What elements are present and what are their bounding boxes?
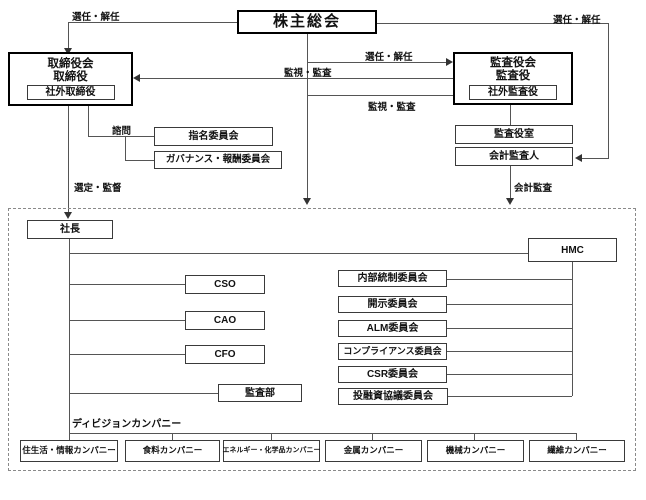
edge-label-advisory: 諮問: [112, 126, 132, 137]
committee-box-compliance: コンプライアンス委員会: [338, 343, 447, 360]
edge-label-appoint-right: 選任・解任: [553, 15, 601, 26]
line-down-to-board: [68, 22, 69, 48]
company-box-living-information: 住生活・情報カンパニー: [20, 440, 118, 462]
node-board: 取締役会 取締役 社外取締役: [8, 52, 133, 106]
committee-box-disclosure: 開示委員会: [338, 296, 447, 313]
node-accounting-auditor: 会計監査人: [455, 147, 573, 166]
line-committee-1: [447, 279, 572, 280]
node-nomination-committee: 指名委員会: [154, 127, 273, 146]
line-shareholders-to-board: [68, 22, 237, 23]
company-box-metals: 金属カンパニー: [325, 440, 422, 462]
committee-box-investment-council: 投融資協議委員会: [338, 388, 448, 405]
company-box-machinery: 機械カンパニー: [427, 440, 524, 462]
division-company-label: ディビジョンカンパニー: [72, 419, 182, 430]
audit-board-line2: 監査役: [495, 70, 531, 82]
node-hmc: HMC: [528, 238, 617, 262]
edge-label-select-supervise: 選定・監督: [74, 183, 122, 194]
node-audit-board: 監査役会 監査役 社外監査役: [453, 52, 573, 105]
committee-box-alm: ALM委員会: [338, 320, 447, 337]
line-stub-company-3: [271, 433, 272, 440]
line-stub-company-2: [172, 433, 173, 440]
node-shareholders: 株主総会: [237, 10, 377, 34]
line-advisory-branch: [125, 136, 126, 160]
node-audit-department: 監査部: [218, 384, 302, 402]
edge-label-monitor-1: 監視・監査: [284, 68, 332, 79]
board-line2: 取締役: [53, 70, 88, 83]
node-cso: CSO: [185, 275, 265, 294]
edge-label-appoint-left: 選任・解任: [72, 12, 120, 23]
arrow-down-dashed-left-icon: [303, 198, 311, 205]
line-to-cso: [69, 284, 185, 285]
line-committee-3: [447, 328, 572, 329]
audit-board-line1: 監査役会: [490, 57, 536, 70]
node-cao: CAO: [185, 311, 265, 330]
line-stub-company-4: [372, 433, 373, 440]
line-hmc-trunk: [572, 262, 573, 396]
edge-label-accounting-audit: 会計監査: [514, 183, 553, 194]
line-monitor-exec: [307, 95, 453, 96]
committee-box-internal-control: 内部統制委員会: [338, 270, 447, 287]
arrow-left-board-icon: [133, 74, 140, 82]
line-to-nomination: [88, 136, 154, 137]
line-committee-5: [447, 374, 572, 375]
node-outside-auditors: 社外監査役: [469, 84, 557, 100]
line-committee-6: [447, 396, 572, 397]
arrow-down-president-icon: [64, 212, 72, 219]
line-accounting-audit-down: [510, 166, 511, 198]
line-stub-company-6: [576, 433, 577, 440]
line-division-rail: [69, 433, 576, 434]
board-line1: 取締役会: [47, 57, 94, 70]
committee-box-csr: CSR委員会: [338, 366, 447, 383]
line-stub-company-5: [474, 433, 475, 440]
edge-label-appoint-mid: 選任・解任: [365, 52, 413, 63]
line-stub-company-1: [69, 433, 70, 440]
executive-dashed-container: [8, 208, 636, 471]
node-outside-directors: 社外取締役: [26, 85, 115, 101]
line-right-down: [608, 23, 609, 159]
line-monitor-board: [138, 78, 453, 79]
line-auditboard-to-office: [510, 105, 511, 125]
node-audit-office: 監査役室: [455, 125, 573, 144]
line-committee-4: [447, 351, 572, 352]
company-box-textile: 繊維カンパニー: [529, 440, 625, 462]
node-cfo: CFO: [185, 345, 265, 364]
line-to-audit-dept: [69, 393, 218, 394]
line-president-trunk: [69, 239, 70, 433]
line-shareholders-center-down: [307, 34, 308, 198]
line-to-cfo: [69, 354, 185, 355]
arrow-left-accounting-auditor-icon: [575, 154, 582, 162]
node-president: 社長: [27, 220, 113, 239]
line-shareholders-to-right: [377, 23, 608, 24]
company-box-food: 食料カンパニー: [125, 440, 220, 462]
node-governance-committee: ガバナンス・報酬委員会: [154, 151, 282, 169]
edge-label-monitor-2: 監視・監査: [368, 102, 416, 113]
line-select-supervise: [68, 106, 69, 212]
line-committee-2: [447, 304, 572, 305]
line-into-accounting-auditor: [580, 158, 608, 159]
line-appoint-audit-board: [307, 62, 448, 63]
line-advisory-down: [88, 106, 89, 136]
line-to-hmc: [69, 253, 528, 254]
arrow-down-dashed-right-icon: [506, 198, 514, 205]
arrow-right-audit-board-icon: [446, 58, 453, 66]
arrow-down-board-icon: [64, 48, 72, 55]
line-to-governance: [125, 160, 154, 161]
company-box-energy-chemicals: エネルギー・化学品カンパニー: [223, 440, 321, 462]
line-to-cao: [69, 320, 185, 321]
